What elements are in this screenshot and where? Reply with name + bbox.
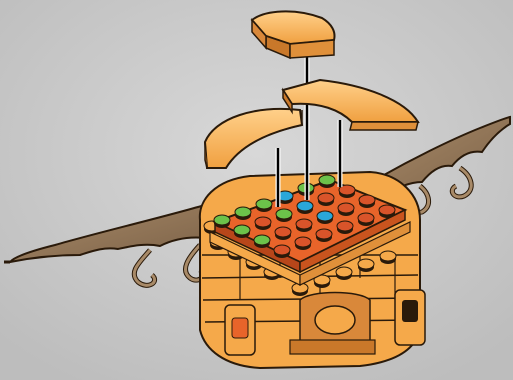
top-stud xyxy=(337,221,353,234)
top-stud xyxy=(214,215,230,228)
side-stud xyxy=(358,259,374,272)
side-stud xyxy=(380,251,396,264)
top-stud xyxy=(295,237,311,250)
top-stud xyxy=(256,199,272,212)
top-stud xyxy=(338,203,354,216)
top-stud xyxy=(274,245,290,258)
top-stud xyxy=(379,205,395,218)
top-stud xyxy=(358,213,374,226)
side-stud xyxy=(336,267,352,280)
top-stud xyxy=(234,225,250,238)
top-stud xyxy=(276,209,292,222)
top-stud xyxy=(297,201,313,214)
top-stud xyxy=(296,219,312,232)
top-stud xyxy=(254,235,270,248)
top-stud xyxy=(317,211,333,224)
top-stud xyxy=(275,227,291,240)
top-stud xyxy=(318,193,334,206)
top-stud xyxy=(235,207,251,220)
top-stud xyxy=(316,229,332,242)
top-stud xyxy=(319,175,335,188)
top-stud xyxy=(255,217,271,230)
top-stud xyxy=(359,195,375,208)
